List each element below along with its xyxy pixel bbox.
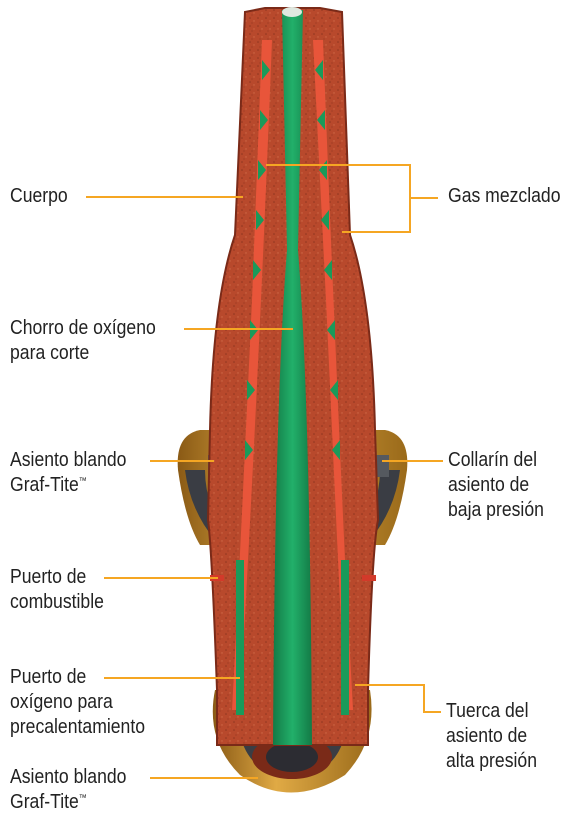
label-collarin-line3: baja presión xyxy=(448,499,544,521)
label-chorro-line1: Chorro de oxígeno xyxy=(10,317,156,339)
preheat-oxygen-right xyxy=(341,560,349,715)
label-tuerca-line2: asiento de xyxy=(446,725,528,747)
label-gas-mezclado: Gas mezclado xyxy=(448,184,561,209)
label-puerto-oxi-line3: precalentamiento xyxy=(10,716,146,738)
label-asiento1-line2: Graf-Tite xyxy=(10,474,79,496)
mixed-gas-channel-right xyxy=(313,40,353,710)
label-puerto-comb-line1: Puerto de xyxy=(10,566,87,588)
label-puerto-combustible: Puerto de combustible xyxy=(10,565,104,615)
label-asiento2-line1: Asiento blando xyxy=(10,766,127,788)
label-puerto-oxi-line1: Puerto de xyxy=(10,666,87,688)
label-tuerca: Tuerca del asiento de alta presión xyxy=(446,699,537,774)
trademark-symbol: ™ xyxy=(78,475,87,486)
label-gas-mezclado-text: Gas mezclado xyxy=(448,185,561,207)
fuel-port-right xyxy=(362,575,376,581)
label-asiento2-line2: Graf-Tite xyxy=(10,791,79,813)
label-collarin-line1: Collarín del xyxy=(448,449,538,471)
label-asiento1-line1: Asiento blando xyxy=(10,449,127,471)
label-cuerpo-text: Cuerpo xyxy=(10,185,68,207)
label-collarin-line2: asiento de xyxy=(448,474,530,496)
label-tuerca-line3: alta presión xyxy=(446,750,537,772)
preheat-oxygen-left xyxy=(236,560,244,715)
label-puerto-oxigeno: Puerto de oxígeno para precalentamiento xyxy=(10,665,145,740)
mixed-gas-channel-left xyxy=(232,40,272,710)
trademark-symbol: ™ xyxy=(78,792,87,803)
label-collarin: Collarín del asiento de baja presión xyxy=(448,448,544,523)
label-tuerca-line1: Tuerca del xyxy=(446,700,529,722)
label-puerto-oxi-line2: oxígeno para xyxy=(10,691,113,713)
cutting-oxygen-jet xyxy=(273,10,312,745)
label-puerto-comb-line2: combustible xyxy=(10,591,104,613)
label-chorro-oxigeno: Chorro de oxígeno para corte xyxy=(10,316,156,366)
leader-tuerca xyxy=(355,684,441,713)
leader-gas-mezclado xyxy=(266,164,438,233)
label-cuerpo: Cuerpo xyxy=(10,184,68,209)
label-asiento-blando-top: Asiento blando Graf-Tite™ xyxy=(10,448,126,498)
label-asiento-blando-bottom: Asiento blando Graf-Tite™ xyxy=(10,765,126,815)
label-chorro-line2: para corte xyxy=(10,342,90,364)
